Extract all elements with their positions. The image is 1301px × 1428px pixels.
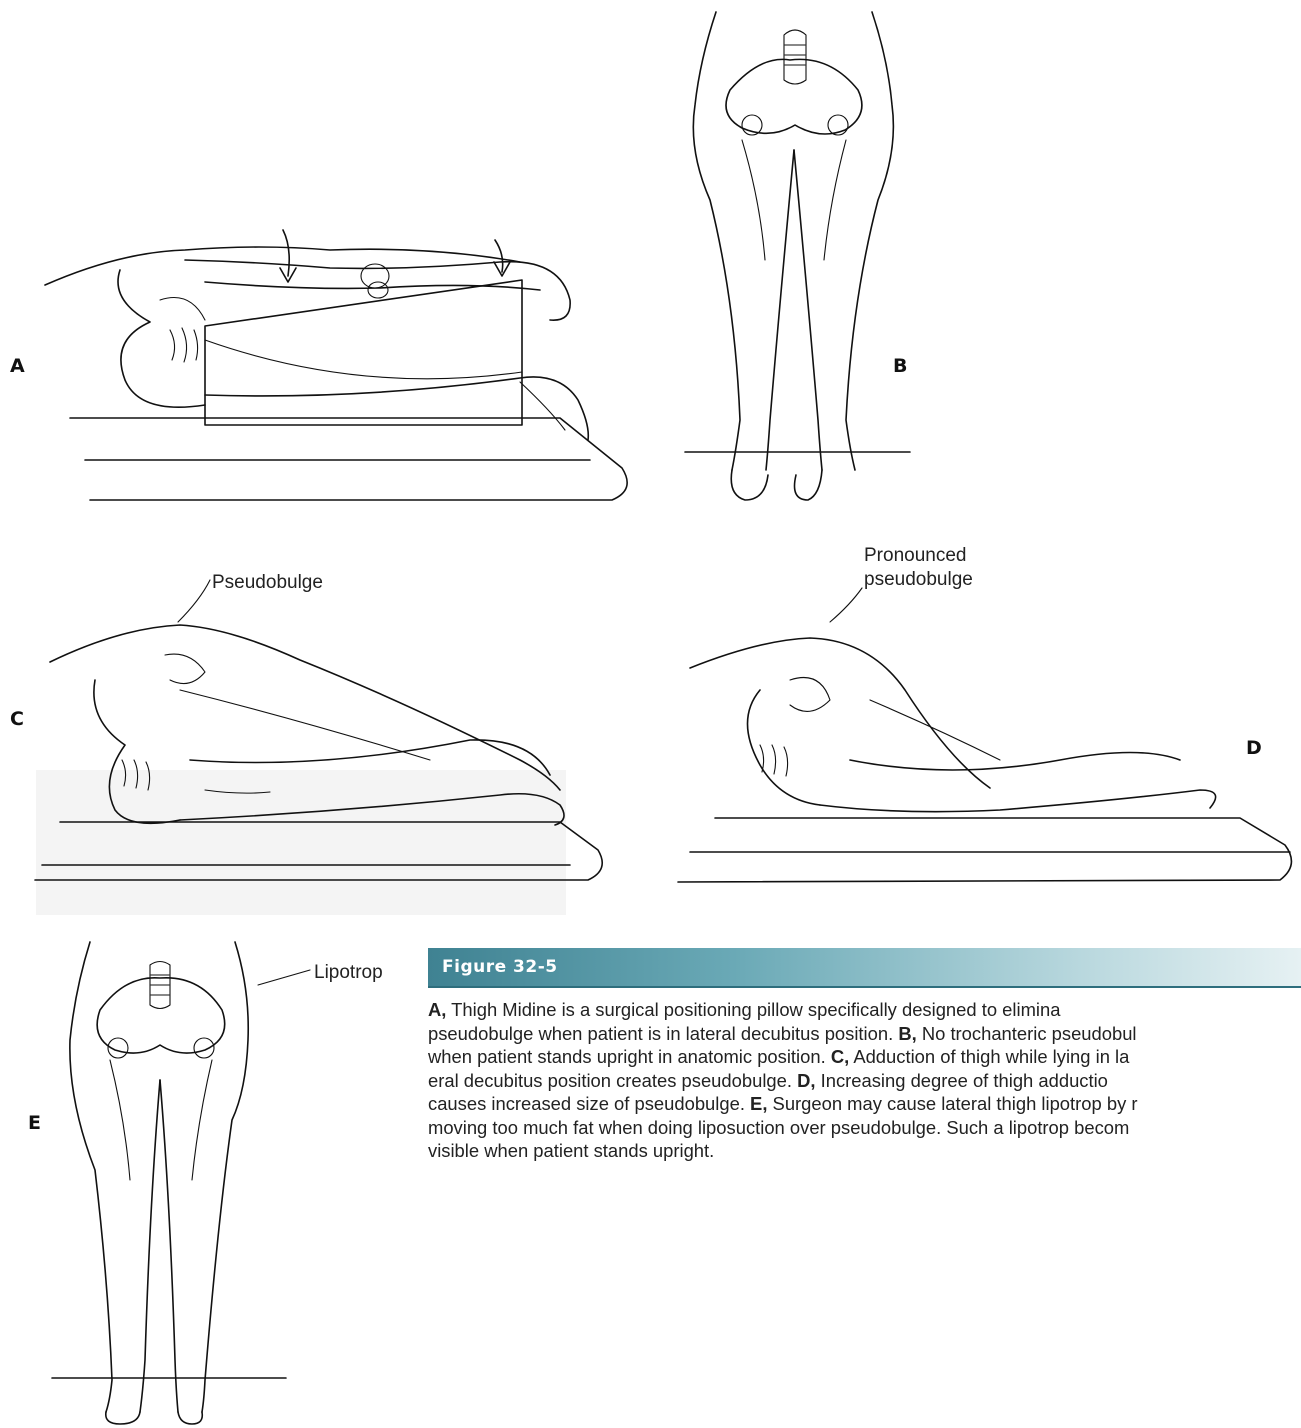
caption-line: A, Thigh Midine is a surgical positionin… [428, 998, 1301, 1022]
caption-panel-key: E, [750, 1093, 767, 1114]
caption-text-run: Thigh Midine is a surgical positioning p… [446, 999, 1060, 1020]
caption-panel-key: B, [898, 1023, 916, 1044]
caption-line: pseudobulge when patient is in lateral d… [428, 1022, 1301, 1046]
panel-d-illustration [678, 588, 1291, 882]
caption-text-run: No trochanteric pseudobul [917, 1023, 1137, 1044]
figure-caption-block: Figure 32-5 A, Thigh Midine is a surgica… [400, 948, 1301, 1163]
caption-text-run: Adduction of thigh while lying in la [849, 1046, 1129, 1067]
panel-b-illustration [685, 12, 910, 500]
caption-panel-key: C, [831, 1046, 849, 1067]
caption-text-run: Increasing degree of thigh adductio [816, 1070, 1108, 1091]
figure-caption-text: A, Thigh Midine is a surgical positionin… [428, 998, 1301, 1163]
caption-text-run: Surgeon may cause lateral thigh lipotrop… [767, 1093, 1137, 1114]
caption-panel-key: D, [797, 1070, 815, 1091]
caption-text-run: when patient stands upright in anatomic … [428, 1046, 831, 1067]
caption-line: moving too much fat when doing liposucti… [428, 1116, 1301, 1140]
caption-line: when patient stands upright in anatomic … [428, 1045, 1301, 1069]
caption-text-run: eral decubitus position creates pseudobu… [428, 1070, 797, 1091]
panel-a-illustration [45, 230, 627, 500]
caption-line: eral decubitus position creates pseudobu… [428, 1069, 1301, 1093]
caption-line: visible when patient stands upright. [428, 1139, 1301, 1163]
caption-panel-key: A, [428, 999, 446, 1020]
figure-header-bar: Figure 32-5 [428, 948, 1301, 988]
caption-line: causes increased size of pseudobulge. E,… [428, 1092, 1301, 1116]
caption-text-run: moving too much fat when doing liposucti… [428, 1117, 1129, 1138]
panel-c-illustration [35, 580, 602, 915]
panel-e-illustration [52, 942, 310, 1424]
caption-text-run: pseudobulge when patient is in lateral d… [428, 1023, 898, 1044]
caption-text-run: visible when patient stands upright. [428, 1140, 714, 1161]
caption-text-run: causes increased size of pseudobulge. [428, 1093, 750, 1114]
figure-label: Figure 32-5 [428, 948, 558, 986]
